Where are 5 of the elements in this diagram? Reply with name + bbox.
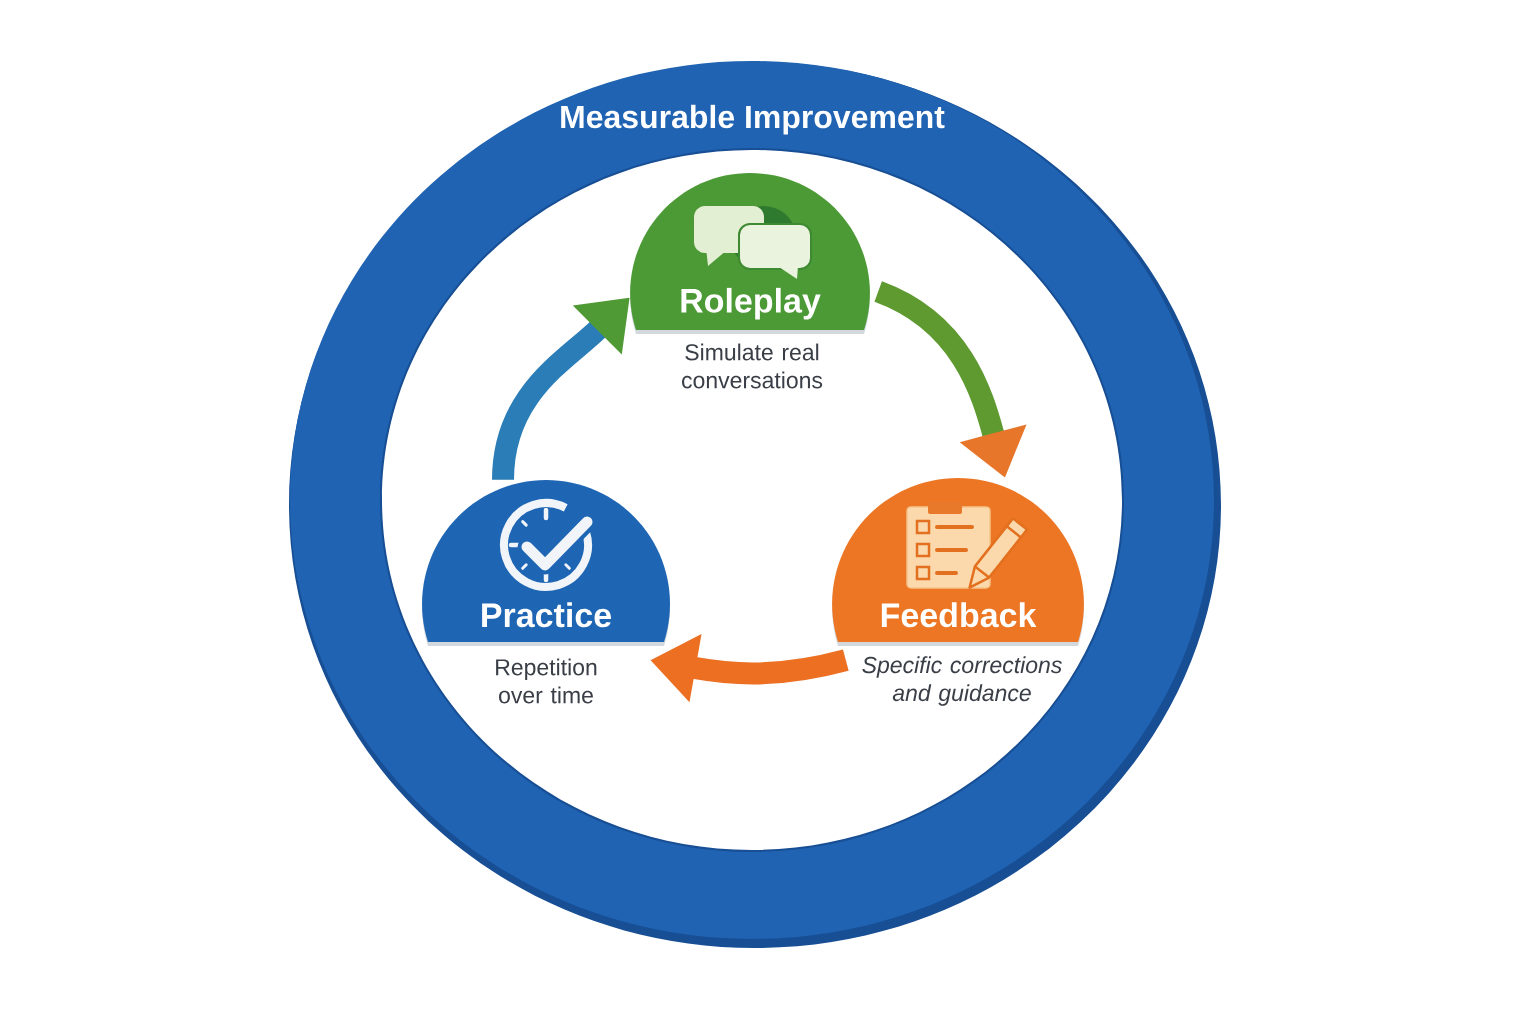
node-label: Simulate real conversations xyxy=(682,343,823,389)
node-label: Specific corrections and guidance xyxy=(862,656,1062,706)
node-label: Repetition over time xyxy=(496,658,597,704)
step-badge: Practice xyxy=(422,480,670,646)
ring-title: Measurable Improvement xyxy=(561,104,945,135)
